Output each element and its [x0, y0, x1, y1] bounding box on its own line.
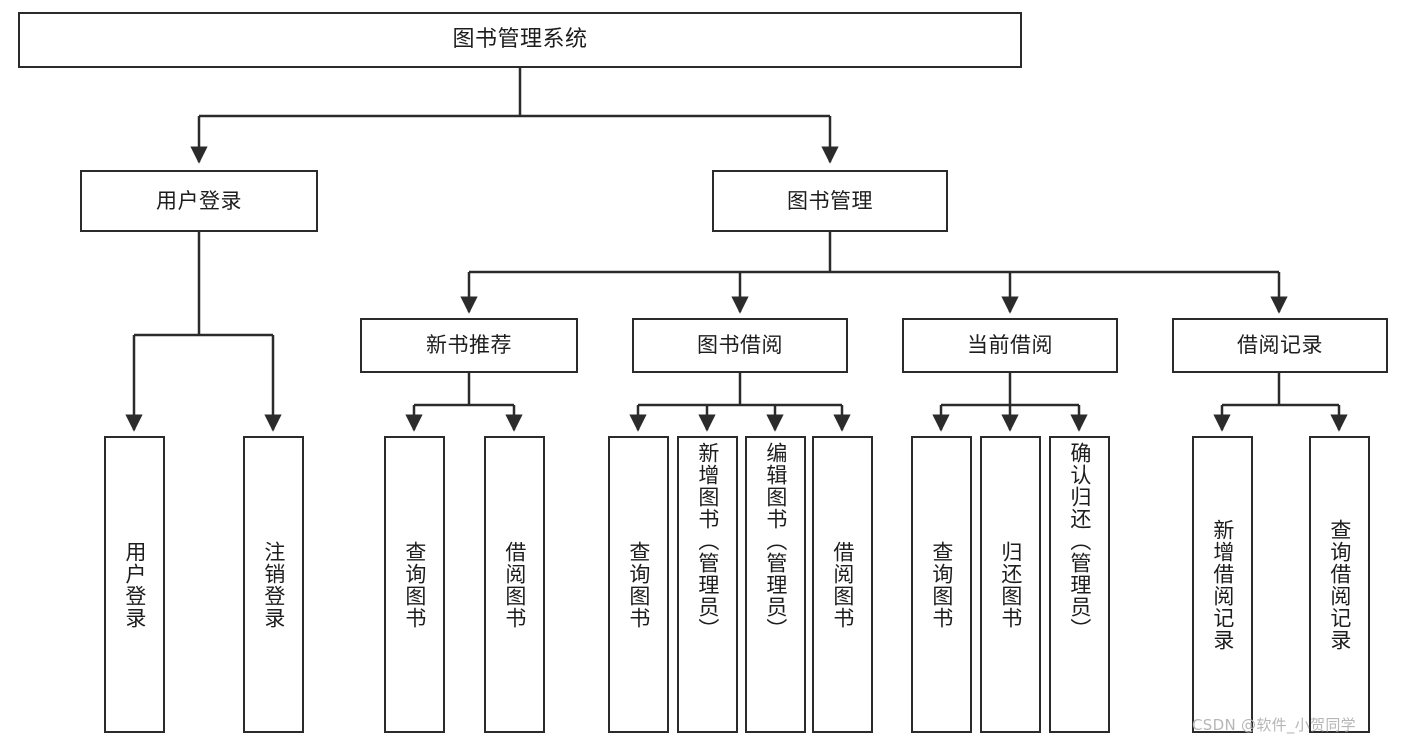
node-label: 借阅记录 — [1237, 333, 1323, 358]
node-label: 查询图书 — [402, 540, 427, 629]
leaf-record-query-record[interactable]: 查询借阅记录 — [1309, 436, 1370, 733]
node-root-system[interactable]: 图书管理系统 — [18, 12, 1022, 68]
leaf-borrow-edit-book-admin[interactable]: 编辑图书（管理员） — [745, 436, 806, 733]
leaf-user-login-logout[interactable]: 注销登录 — [243, 436, 304, 733]
node-label: 图书管理系统 — [452, 27, 588, 53]
node-label: 新书推荐 — [426, 333, 512, 358]
node-label: 新增借阅记录 — [1210, 518, 1235, 651]
node-label: 图书借阅 — [697, 333, 783, 358]
watermark: CSDN @软件_小贺同学 — [1192, 716, 1356, 734]
leaf-current-query-book[interactable]: 查询图书 — [911, 436, 972, 733]
node-current-borrow[interactable]: 当前借阅 — [902, 318, 1118, 373]
node-book-borrow[interactable]: 图书借阅 — [632, 318, 848, 373]
node-label: 借阅图书 — [502, 540, 527, 629]
leaf-user-login-login[interactable]: 用户登录 — [104, 436, 165, 733]
node-label: 新增图书（管理员） — [695, 442, 720, 640]
node-label: 归还图书 — [998, 540, 1023, 629]
node-borrow-record[interactable]: 借阅记录 — [1172, 318, 1388, 373]
node-label: 当前借阅 — [967, 333, 1053, 358]
leaf-borrow-borrow-book[interactable]: 借阅图书 — [812, 436, 873, 733]
node-label: 编辑图书（管理员） — [763, 442, 788, 640]
node-label: 查询借阅记录 — [1327, 518, 1352, 651]
node-label: 用户登录 — [156, 188, 242, 213]
leaf-current-confirm-return-admin[interactable]: 确认归还（管理员） — [1049, 436, 1110, 733]
node-label: 借阅图书 — [830, 540, 855, 629]
node-label: 图书管理 — [787, 188, 873, 213]
node-label: 确认归还（管理员） — [1067, 442, 1092, 640]
leaf-recommend-query-book[interactable]: 查询图书 — [384, 436, 445, 733]
leaf-recommend-borrow-book[interactable]: 借阅图书 — [484, 436, 545, 733]
node-label: 注销登录 — [261, 540, 286, 629]
leaf-current-return-book[interactable]: 归还图书 — [980, 436, 1041, 733]
node-new-book-recommend[interactable]: 新书推荐 — [360, 318, 578, 373]
node-label: 查询图书 — [929, 540, 954, 629]
node-label: 用户登录 — [122, 540, 147, 629]
node-user-login[interactable]: 用户登录 — [80, 170, 318, 232]
leaf-record-add-record[interactable]: 新增借阅记录 — [1192, 436, 1253, 733]
node-book-management[interactable]: 图书管理 — [712, 170, 948, 232]
leaf-borrow-query-book[interactable]: 查询图书 — [608, 436, 669, 733]
leaf-borrow-add-book-admin[interactable]: 新增图书（管理员） — [677, 436, 738, 733]
node-label: 查询图书 — [626, 540, 651, 629]
